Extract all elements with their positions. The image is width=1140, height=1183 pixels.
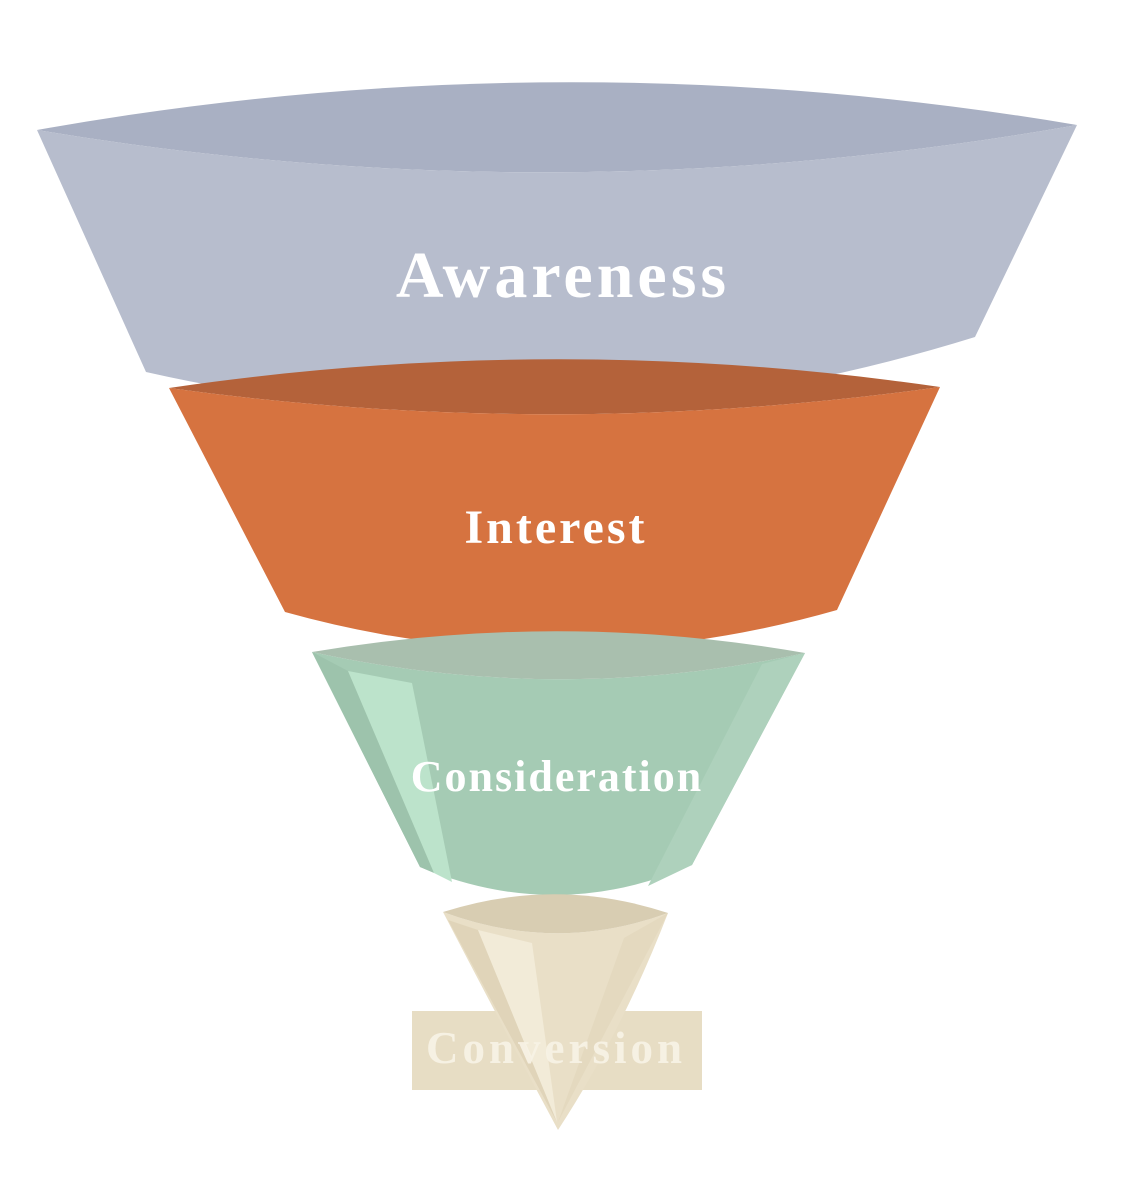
interest-top-surface: [169, 359, 940, 415]
consideration-left-edge-facet: [312, 652, 434, 873]
conversion-left-edge-facet: [448, 920, 557, 1122]
consideration-label: Consideration: [411, 752, 703, 801]
awareness-front-face: [37, 125, 1077, 412]
consideration-right-facet: [648, 653, 805, 886]
conversion-top-surface: [443, 894, 668, 934]
interest-label: Interest: [464, 501, 647, 554]
funnel-stage-consideration: Consideration: [312, 631, 805, 896]
consideration-top-surface: [312, 631, 805, 680]
funnel-stage-awareness: Awareness: [37, 82, 1077, 412]
awareness-top-surface: [37, 82, 1077, 173]
conversion-highlight-facet: [478, 930, 557, 1122]
funnel-stage-interest: Interest: [169, 359, 940, 651]
awareness-label: Awareness: [396, 239, 730, 312]
conversion-label: Conversion: [426, 1023, 686, 1073]
interest-front-face: [169, 387, 940, 651]
conversion-right-facet: [558, 913, 668, 1122]
funnel-stage-conversion: Conversion: [412, 894, 702, 1130]
consideration-highlight-facet: [348, 671, 452, 882]
